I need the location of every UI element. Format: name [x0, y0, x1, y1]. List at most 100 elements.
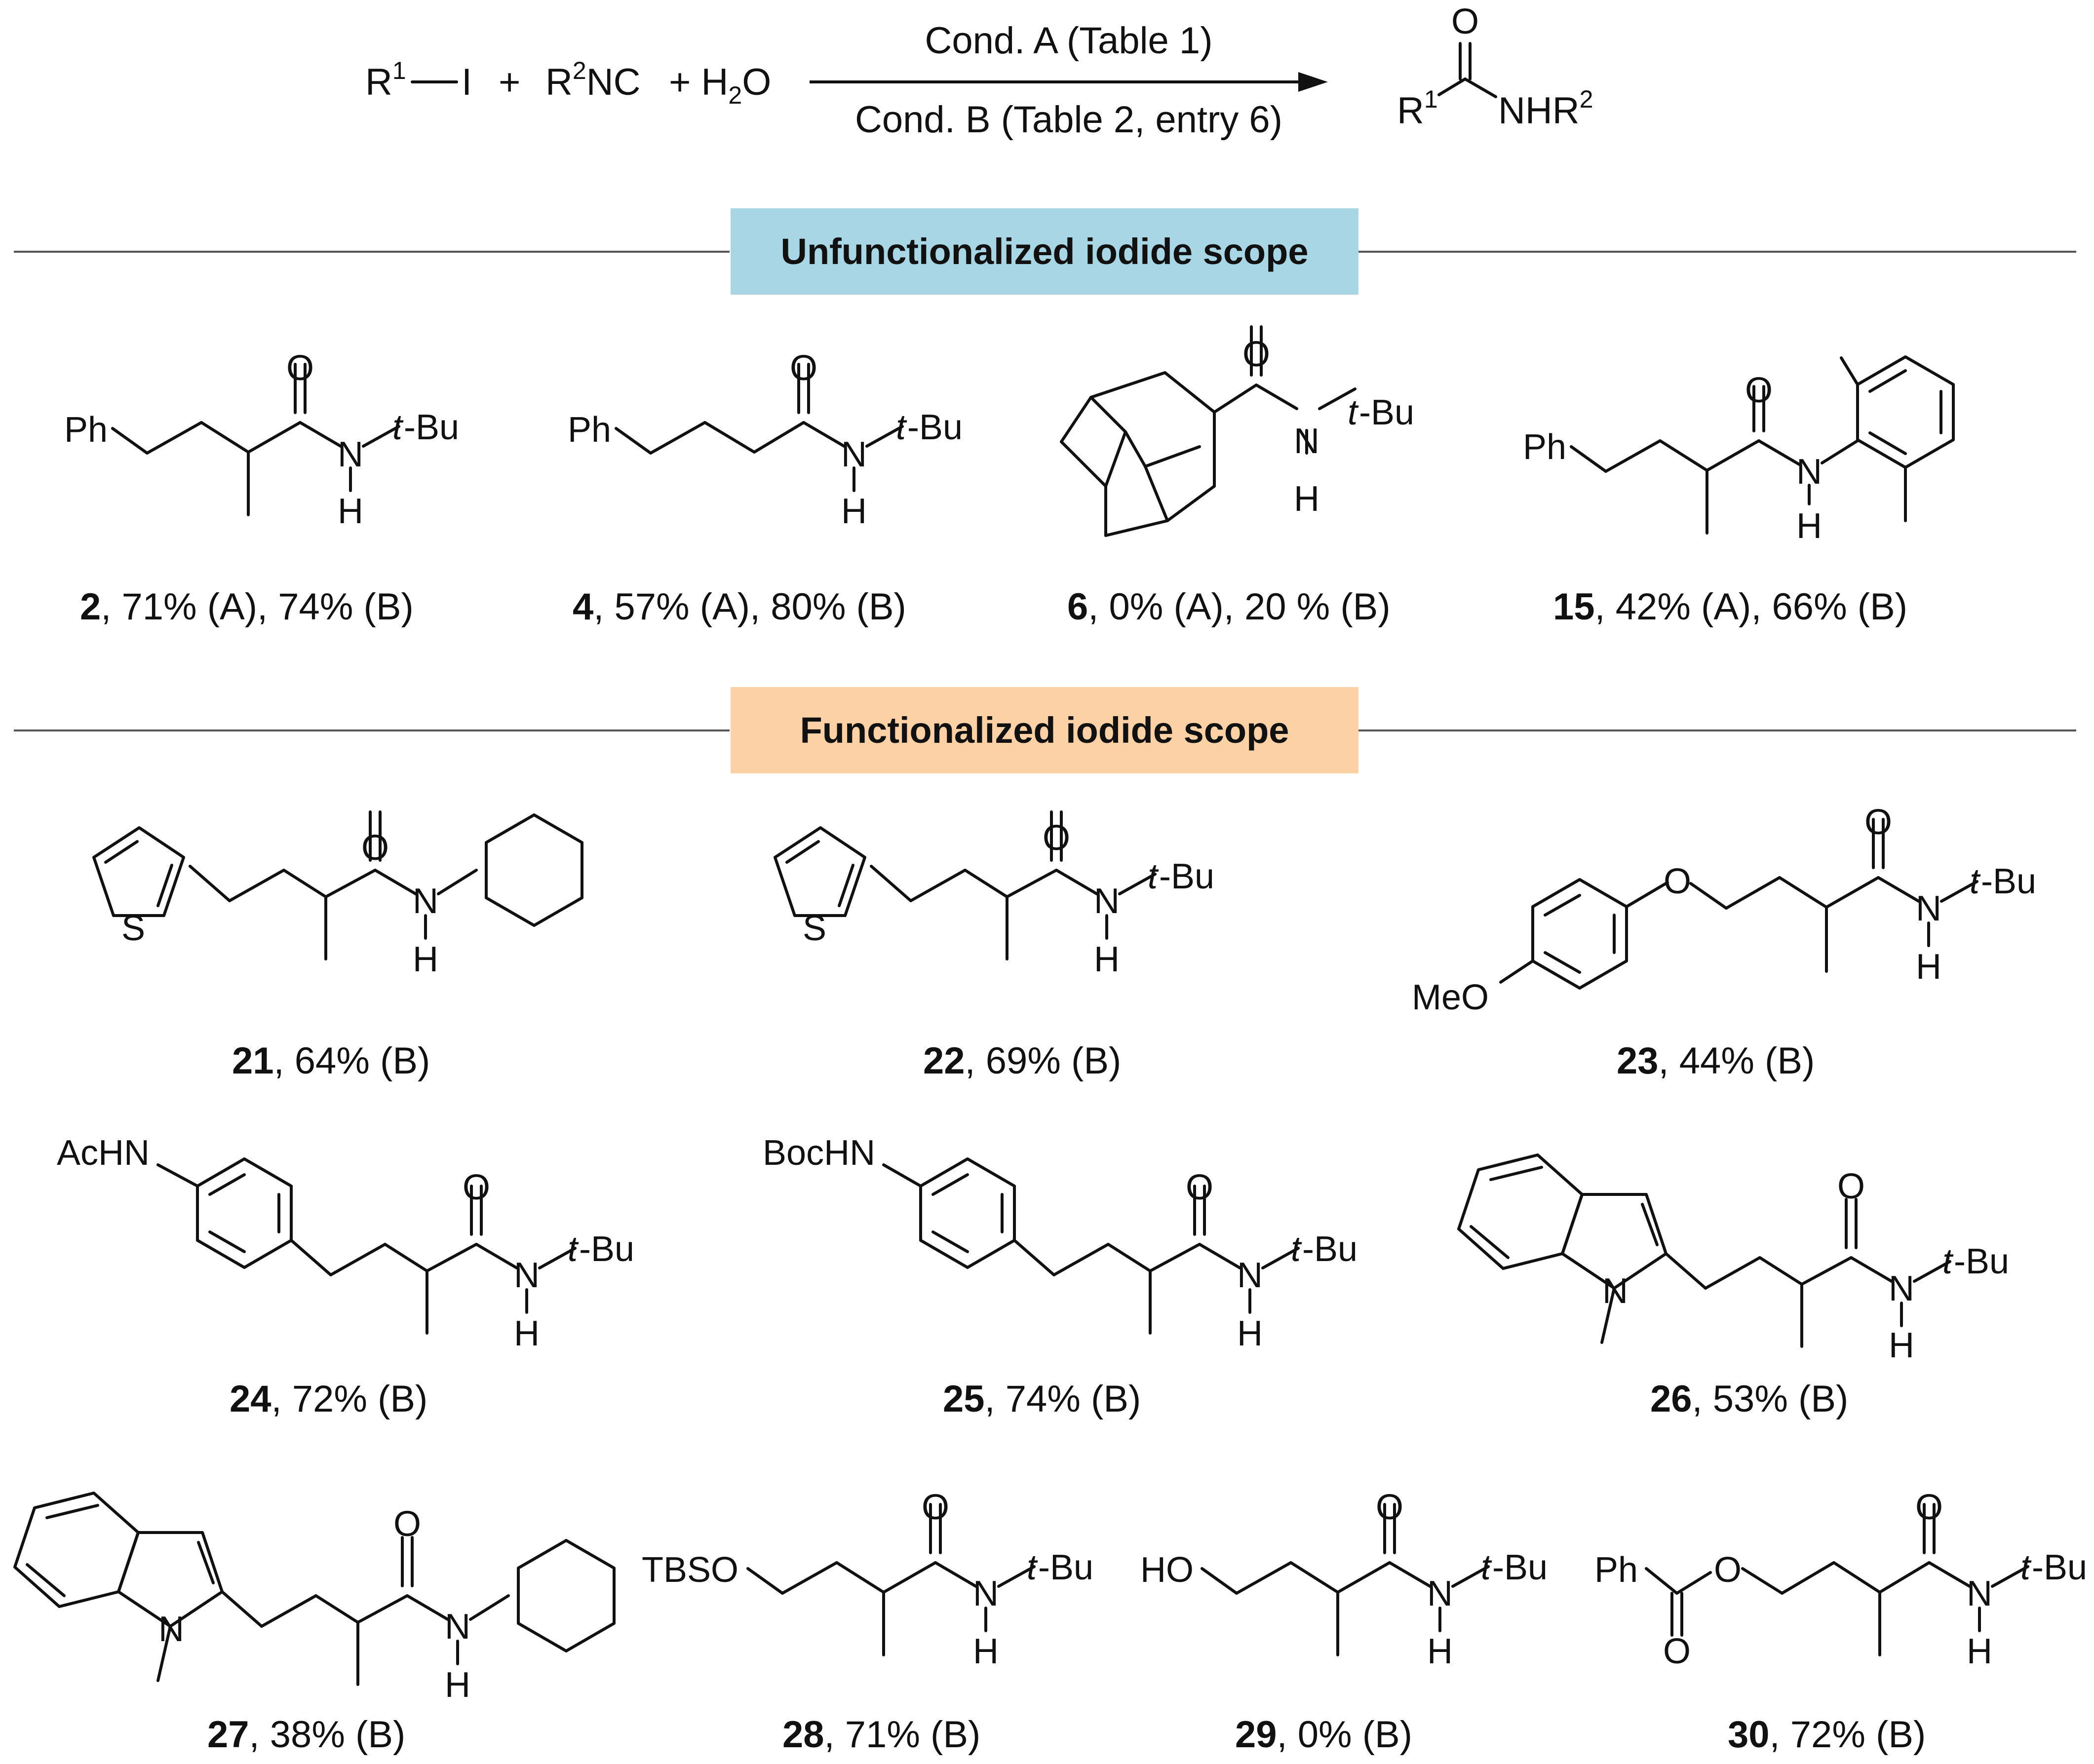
svg-text:t: t: [392, 408, 404, 447]
svg-text:N: N: [413, 882, 438, 921]
compound-28-label: 28, 71% (B): [782, 1714, 980, 1756]
svg-text:H: H: [1294, 479, 1319, 519]
svg-text:N: N: [158, 1610, 184, 1649]
svg-text:NHR2: NHR2: [1498, 85, 1593, 132]
svg-text:H: H: [1916, 947, 1941, 987]
compound-29-label: 29, 0% (B): [1235, 1714, 1412, 1756]
svg-text:O: O: [922, 1488, 949, 1527]
svg-text:-Bu: -Bu: [1954, 1242, 2009, 1281]
arrow-head: [1298, 72, 1328, 92]
svg-text:O: O: [1242, 335, 1270, 374]
svg-text:-Bu: -Bu: [1302, 1229, 1357, 1269]
svg-text:N: N: [1237, 1256, 1263, 1295]
section-title-functionalized: Functionalized iodide scope: [800, 710, 1289, 751]
compound-6-structure: O N H t -Bu: [1060, 327, 1414, 537]
svg-text:O: O: [1864, 803, 1892, 842]
svg-text:N: N: [1889, 1269, 1914, 1308]
svg-text:O: O: [1186, 1168, 1213, 1207]
svg-text:H: H: [973, 1632, 999, 1671]
compound-27-structure: N O N H: [15, 1493, 614, 1705]
svg-text:O: O: [790, 348, 817, 388]
svg-text:N: N: [1427, 1574, 1453, 1613]
svg-text:MeO: MeO: [1412, 978, 1489, 1017]
svg-text:-Bu: -Bu: [404, 408, 459, 447]
compound-4-label: 4, 57% (A), 80% (B): [573, 586, 906, 628]
svg-text:t: t: [1942, 1242, 1954, 1281]
compound-28-structure: TBSO O N H t -Bu: [642, 1488, 1093, 1671]
svg-text:O: O: [1714, 1550, 1742, 1590]
svg-text:t: t: [1291, 1229, 1302, 1269]
svg-text:H: H: [1094, 940, 1120, 979]
svg-text:O: O: [1376, 1488, 1403, 1527]
iodine-atom: I: [462, 61, 472, 103]
compound-26-structure: N O N H t -Bu: [1459, 1155, 2009, 1365]
svg-text:N: N: [445, 1607, 470, 1647]
svg-text:-Bu: -Bu: [1359, 393, 1414, 432]
svg-text:N: N: [338, 435, 363, 474]
section-functionalized: Functionalized iodide scope: [14, 687, 2076, 773]
svg-text:H: H: [1796, 506, 1822, 546]
svg-text:t: t: [896, 408, 907, 447]
compound-22-label: 22, 69% (B): [923, 1040, 1121, 1082]
compound-22-structure: S O N H t -Bu: [775, 812, 1214, 979]
svg-text:H: H: [1427, 1632, 1453, 1671]
svg-text:O: O: [361, 828, 389, 868]
svg-text:N: N: [1916, 889, 1941, 928]
svg-text:N: N: [1602, 1271, 1628, 1311]
compound-23-structure: O MeO O N H t -Bu: [1412, 803, 2036, 1017]
svg-text:BocHN: BocHN: [763, 1133, 875, 1173]
band-orange: [731, 687, 1358, 773]
compound-26-label: 26, 53% (B): [1650, 1378, 1848, 1420]
compound-23-label: 23, 44% (B): [1617, 1040, 1815, 1082]
svg-text:H: H: [413, 940, 438, 979]
svg-text:t: t: [1027, 1548, 1038, 1587]
svg-text:O: O: [463, 1168, 490, 1207]
compound-2-label: 2, 71% (A), 74% (B): [80, 586, 414, 628]
svg-text:H: H: [1237, 1314, 1263, 1353]
condition-b: Cond. B (Table 2, entry 6): [855, 99, 1282, 141]
svg-text:O: O: [1745, 371, 1773, 410]
compound-15-structure: Ph O N H: [1523, 355, 1955, 546]
compound-4-structure: Ph O N H t -Bu: [568, 348, 963, 531]
svg-text:H: H: [841, 492, 867, 531]
svg-text:-Bu: -Bu: [1159, 857, 1214, 896]
svg-text:H: H: [1889, 1326, 1914, 1365]
plus-sign: +: [499, 61, 520, 103]
svg-text:-Bu: -Bu: [2032, 1548, 2087, 1587]
section-unfunctionalized: Unfunctionalized iodide scope: [14, 208, 2076, 295]
svg-text:N: N: [1094, 882, 1120, 921]
compound-2-structure: Ph O N H t -Bu: [64, 348, 459, 531]
compound-29-structure: HO O N H t -Bu: [1140, 1488, 1548, 1671]
svg-text:t: t: [2020, 1548, 2032, 1587]
compound-24-structure: AcHN O N H t -Bu: [57, 1133, 634, 1353]
svg-text:-Bu: -Bu: [1981, 862, 2036, 901]
compound-27-label: 27, 38% (B): [207, 1714, 405, 1756]
compound-30-structure: Ph O O O N H t -Bu: [1594, 1488, 2087, 1671]
svg-text:Ph: Ph: [64, 410, 108, 450]
svg-text:O: O: [393, 1504, 421, 1544]
svg-text:N: N: [973, 1574, 999, 1613]
svg-text:O: O: [1451, 2, 1479, 41]
band-blue: [731, 208, 1358, 295]
compound-24-label: 24, 72% (B): [230, 1378, 427, 1420]
compound-21-label: 21, 64% (B): [232, 1040, 430, 1082]
compound-21-structure: S O N H: [94, 810, 582, 979]
svg-text:-Bu: -Bu: [1038, 1548, 1093, 1587]
svg-text:N: N: [1796, 452, 1822, 492]
svg-text:Ph: Ph: [568, 410, 611, 450]
svg-text:R1: R1: [1397, 85, 1438, 132]
svg-text:N: N: [841, 435, 867, 474]
svg-text:S: S: [121, 909, 145, 948]
compound-15-label: 15, 42% (A), 66% (B): [1553, 586, 1907, 628]
svg-text:H: H: [338, 492, 363, 531]
svg-text:O: O: [1915, 1488, 1943, 1527]
svg-text:N: N: [1967, 1574, 1992, 1613]
condition-a: Cond. A (Table 1): [925, 20, 1212, 62]
svg-text:TBSO: TBSO: [642, 1550, 738, 1590]
svg-text:Ph: Ph: [1594, 1550, 1638, 1590]
reaction-equation: R1 I + R2NC + H2O Cond. A (Table 1) Cond…: [365, 2, 1593, 141]
svg-text:Ph: Ph: [1523, 427, 1566, 467]
svg-text:N: N: [514, 1256, 540, 1295]
svg-text:H: H: [1967, 1632, 1992, 1671]
